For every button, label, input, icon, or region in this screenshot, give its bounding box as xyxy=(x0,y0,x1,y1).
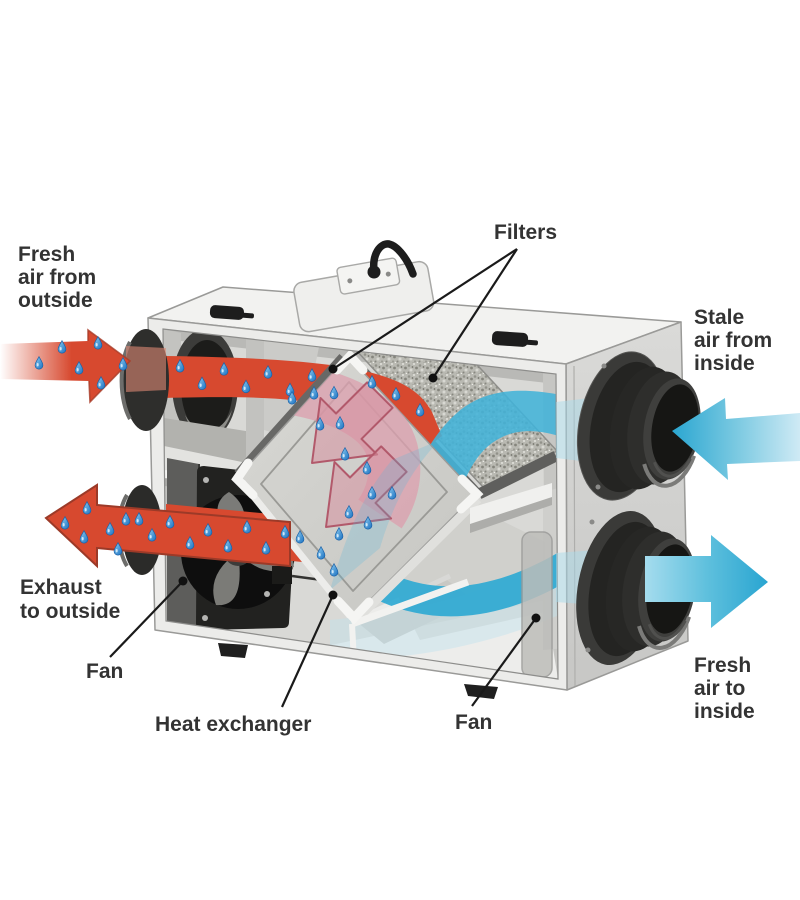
svg-text:air to: air to xyxy=(694,677,745,700)
svg-text:Fresh: Fresh xyxy=(694,654,751,677)
svg-text:inside: inside xyxy=(694,352,755,375)
svg-text:Heat exchanger: Heat exchanger xyxy=(155,713,311,736)
svg-text:Fan: Fan xyxy=(455,711,492,734)
svg-text:Exhaust: Exhaust xyxy=(20,576,102,599)
svg-text:to outside: to outside xyxy=(20,600,120,623)
svg-text:Stale: Stale xyxy=(694,306,744,329)
svg-text:air from: air from xyxy=(18,266,96,289)
svg-text:inside: inside xyxy=(694,700,755,723)
svg-text:outside: outside xyxy=(18,289,93,312)
svg-text:Filters: Filters xyxy=(494,221,557,244)
svg-text:air from: air from xyxy=(694,329,772,352)
svg-text:Fan: Fan xyxy=(86,660,123,683)
svg-text:Fresh: Fresh xyxy=(18,243,75,266)
